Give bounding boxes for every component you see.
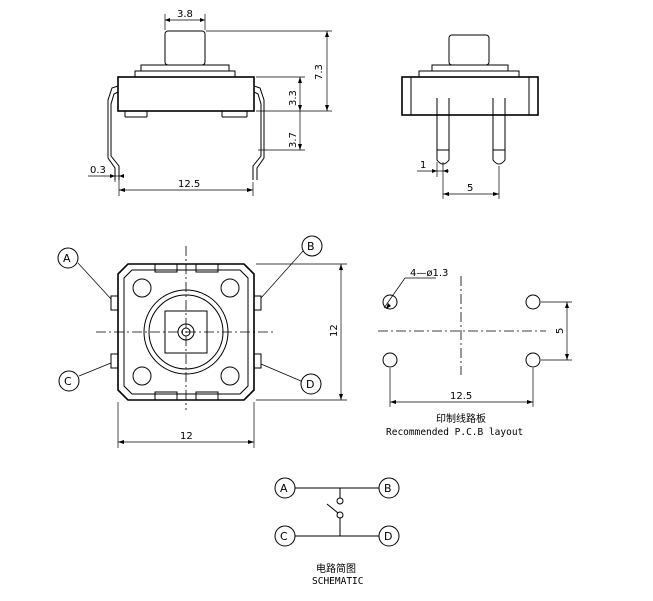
pcb-layout: 4—ø1.3 5 12.5 印制线路板 Recommended P.C.B la…	[378, 268, 572, 438]
top-view: A B C D 12 12	[57, 235, 347, 448]
front-plunger	[164, 30, 206, 66]
side-pin-right	[492, 98, 506, 165]
pcb-hole-c	[382, 352, 398, 368]
schematic-caption-en: SCHEMATIC	[312, 576, 363, 587]
schematic-node-c-label: C	[280, 530, 288, 543]
schematic: A B C D 电路简图 SCHEMATIC	[274, 477, 400, 587]
dim-pin-thickness: 0.3	[90, 165, 106, 176]
schematic-node-c	[274, 525, 296, 547]
pcb-caption-cn: 印制线路板	[436, 412, 486, 425]
schematic-switch-blade	[326, 503, 339, 514]
dim-pin-pitch: 5	[467, 183, 473, 194]
front-left-pin	[107, 85, 119, 180]
dim-total-height: 7.3	[314, 64, 325, 80]
side-pin-left	[436, 98, 450, 165]
front-collar	[134, 70, 236, 78]
dim-pcb-pitch: 5	[555, 328, 566, 334]
schematic-node-d-label: D	[384, 530, 392, 543]
dim-hole-spec: 4—ø1.3	[410, 268, 448, 279]
callout-d	[300, 373, 322, 395]
callout-a	[57, 247, 79, 269]
top-pin-b	[253, 295, 262, 311]
dim-pcb-span: 12.5	[450, 391, 472, 402]
side-plunger	[448, 34, 490, 66]
schematic-node-b-label: B	[384, 482, 392, 495]
dim-pin-width: 1	[420, 160, 426, 171]
callout-b	[301, 235, 323, 257]
dim-body-width: 12	[180, 431, 193, 442]
side-body	[401, 76, 539, 116]
pcb-caption-en: Recommended P.C.B layout	[386, 427, 523, 438]
pcb-hole-d	[525, 352, 541, 368]
schematic-node-b	[378, 477, 400, 499]
callout-d-label: D	[306, 378, 314, 391]
front-body	[117, 76, 255, 112]
pcb-hole-b	[525, 294, 541, 310]
dim-cap-width: 3.8	[177, 9, 193, 20]
dim-pin-span: 12.5	[178, 179, 200, 190]
schematic-caption-cn: 电路简图	[316, 562, 356, 575]
schematic-node-a-label: A	[280, 482, 288, 495]
schematic-node-d	[378, 525, 400, 547]
top-pin-d	[253, 353, 262, 369]
dim-body-depth: 12	[329, 324, 340, 337]
callout-a-label: A	[63, 252, 71, 265]
side-view: 1 5	[401, 34, 539, 199]
dim-body-height: 3.3	[288, 90, 299, 106]
schematic-node-a	[274, 477, 296, 499]
top-body-outline	[117, 263, 255, 401]
dim-pin-length: 3.7	[288, 132, 299, 148]
top-pin-a	[110, 295, 119, 311]
top-pin-c	[110, 353, 119, 369]
callout-c-label: C	[64, 375, 72, 388]
callout-c	[58, 370, 80, 392]
front-right-pin	[253, 85, 265, 180]
front-view: 3.8 7.3 3.3 3.7 0.3 12.5	[88, 9, 332, 196]
pcb-hole-a	[382, 294, 398, 310]
callout-b-label: B	[307, 240, 315, 253]
front-step	[140, 64, 230, 72]
